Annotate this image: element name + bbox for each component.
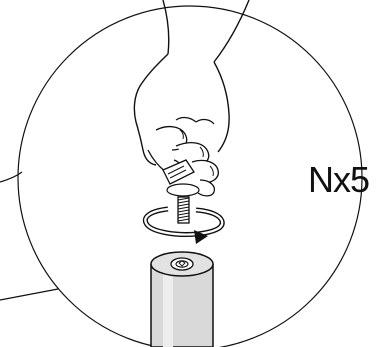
quantity-label: Nx5 [308, 159, 370, 200]
detail-leader-line-lower [0, 288, 59, 301]
threaded-bolt [177, 196, 190, 224]
hand-icon [133, 0, 250, 197]
detail-leader-line-upper [0, 171, 23, 183]
detail-magnifier-circle [17, 5, 363, 347]
furniture-leg [150, 251, 214, 347]
rotate-clockwise-arrow-icon [142, 206, 225, 244]
